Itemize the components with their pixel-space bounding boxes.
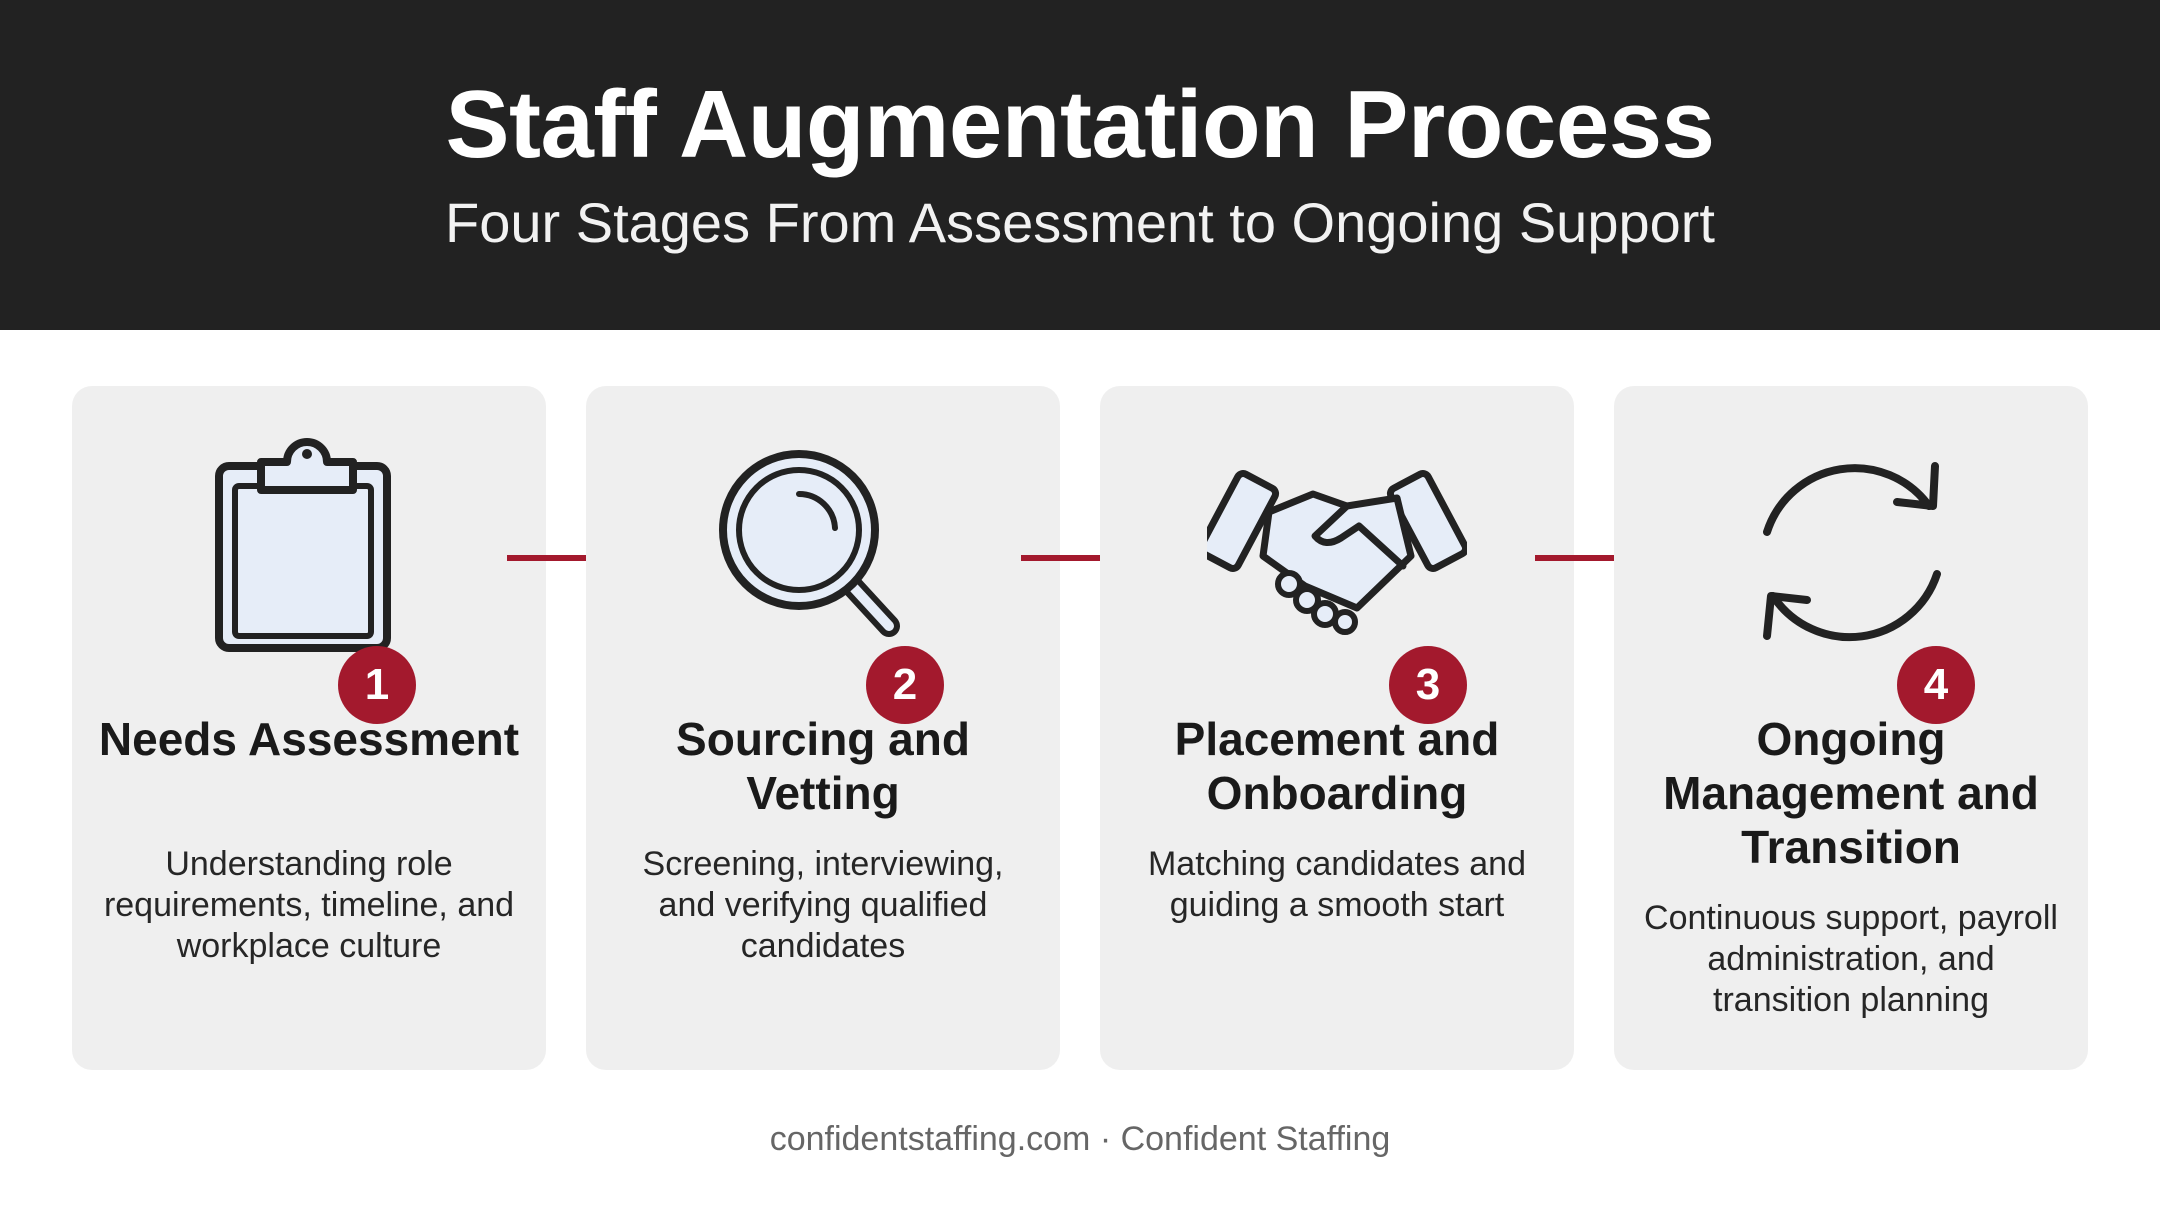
handshake-icon bbox=[1207, 470, 1467, 635]
step-description: Continuous support, payroll administrati… bbox=[1644, 899, 2058, 1019]
step-number-badge: 3 bbox=[1389, 646, 1467, 724]
step-2-icon-area: 2 bbox=[586, 436, 1060, 724]
step-title: Ongoing Management and Transition bbox=[1663, 713, 2039, 873]
footer-credit: confidentstaffing.com · Confident Staffi… bbox=[769, 1120, 1391, 1158]
step-description: Matching candidates and guiding a smooth… bbox=[1147, 845, 1527, 924]
cycle-icon bbox=[1763, 462, 1941, 642]
step-card-1: 1 Needs Assessment Understanding role re… bbox=[72, 386, 546, 1070]
page-title: Staff Augmentation Process bbox=[445, 71, 1715, 178]
clipboard-icon bbox=[215, 438, 391, 652]
step-number-badge: 2 bbox=[866, 646, 944, 724]
step-title: Placement and Onboarding bbox=[1174, 713, 1500, 819]
step-title: Sourcing and Vetting bbox=[676, 713, 970, 819]
step-title: Needs Assessment bbox=[98, 713, 520, 765]
page-subtitle: Four Stages From Assessment to Ongoing S… bbox=[445, 191, 1715, 254]
step-card-3: 3 Placement and Onboarding Matching cand… bbox=[1100, 386, 1574, 1070]
step-description: Screening, interviewing, and verifying q… bbox=[642, 845, 1004, 965]
step-3-icon-area: 3 bbox=[1100, 436, 1574, 724]
step-1-icon-area: 1 bbox=[72, 436, 546, 724]
step-number-badge: 4 bbox=[1897, 646, 1975, 724]
header-banner: Staff Augmentation Process Four Stages F… bbox=[0, 0, 2160, 330]
step-card-2: 2 Sourcing and Vetting Screening, interv… bbox=[586, 386, 1060, 1070]
step-description: Understanding role requirements, timelin… bbox=[103, 845, 515, 965]
step-number-badge: 1 bbox=[338, 646, 416, 724]
step-card-4: 4 Ongoing Management and Transition Cont… bbox=[1614, 386, 2088, 1070]
magnifier-icon bbox=[719, 450, 900, 637]
step-4-icon-area: 4 bbox=[1614, 436, 2088, 724]
